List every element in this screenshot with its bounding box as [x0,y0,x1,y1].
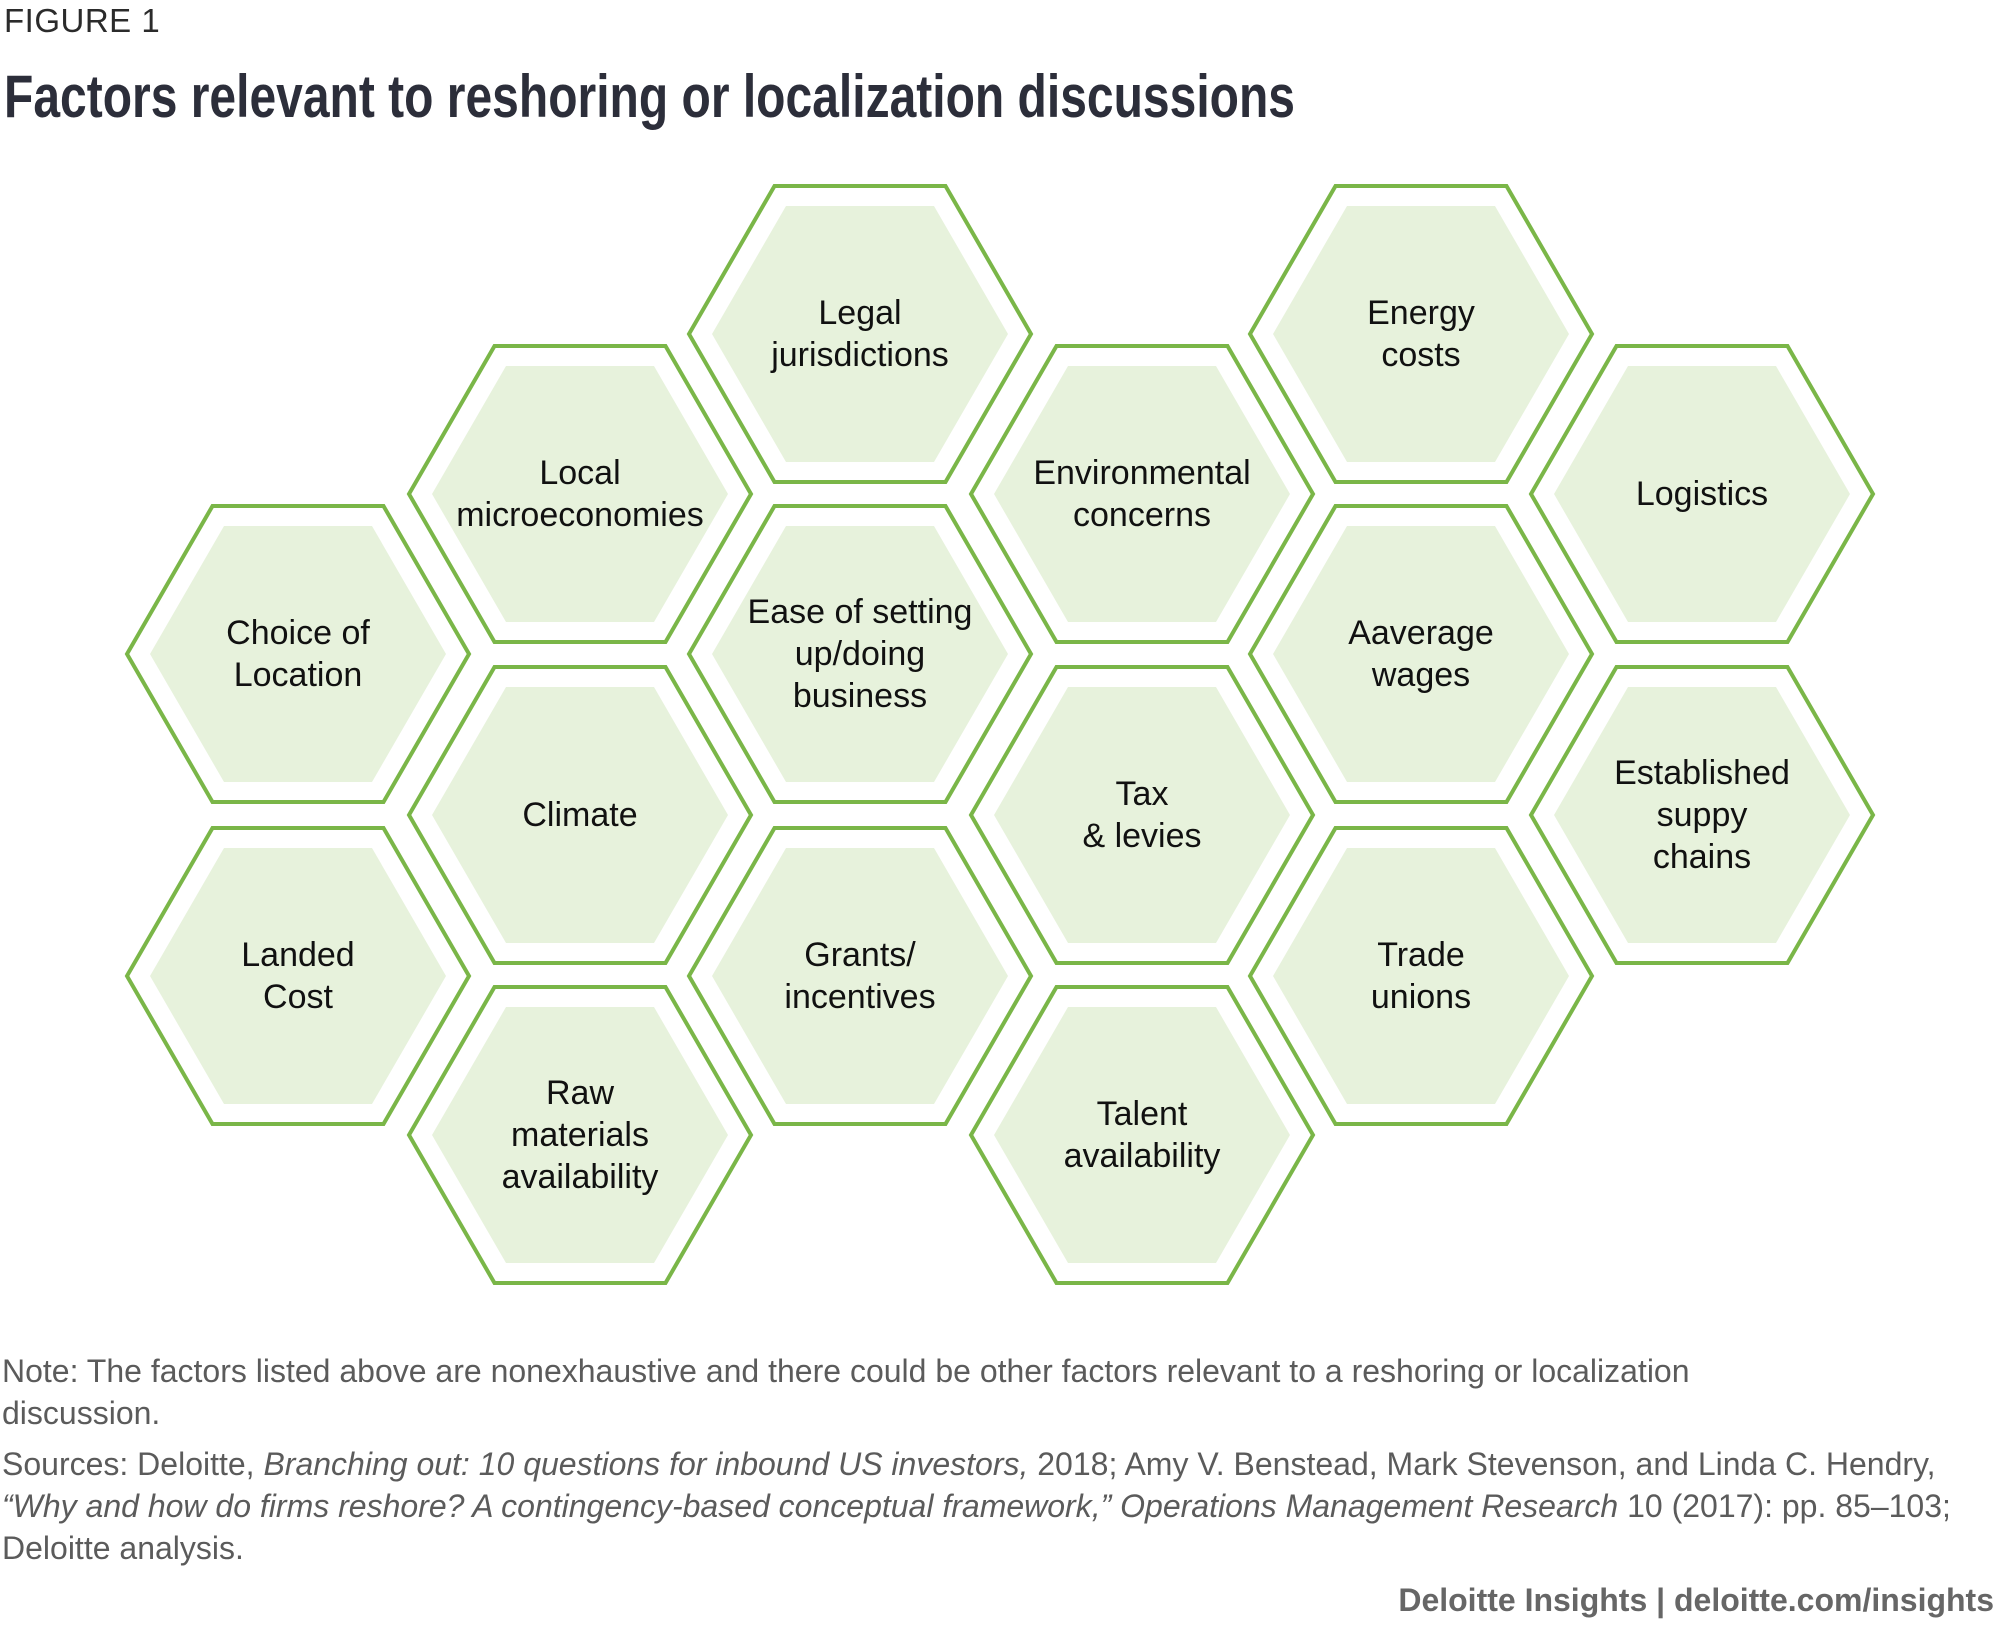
figure-label: FIGURE 1 [4,2,161,39]
factor-label-line: Aaverage [1348,614,1494,652]
footer-credit: Deloitte Insights | deloitte.com/insight… [1398,1582,1994,1618]
hexagon-fill [712,526,1008,782]
factor-label: Raw materials availability [420,1072,740,1198]
factor-label: Established suppy chains [1542,752,1862,878]
factor-label-line: concerns [1073,496,1211,534]
sources-segment: Branching out: 10 questions for inbound … [263,1446,1029,1482]
hexagon-fill [994,1007,1290,1263]
factor-hexagon [1247,184,1595,484]
hexagon-fill [432,687,728,943]
factor-label-line: Energy [1367,294,1475,332]
hexagon-fill [712,848,1008,1104]
factor-label-line: Trade [1377,936,1465,974]
factor-hexagon [968,344,1316,644]
figure-title: Factors relevant to reshoring or localiz… [4,63,1295,130]
factor-label-line: Logistics [1635,475,1769,513]
factor-hexagon [686,504,1034,804]
hexagon-fill [1273,526,1569,782]
hexagon-fill [1273,848,1569,1104]
factor-label-line: Local [539,454,621,492]
factor-label-line: Grants/ [804,936,916,974]
hexagon-fill [712,206,1008,462]
factor-label: Talent availability [982,1093,1302,1177]
factor-hexagon [686,184,1034,484]
factor-hexagon [1528,344,1876,644]
factor-label: Trade unions [1261,934,1581,1018]
factor-label-line: materials [511,1116,649,1154]
factor-label: Logistics [1542,473,1862,515]
factor-hexagon [124,504,472,804]
factor-label: Aaverage wages [1261,612,1581,696]
factor-hexagon [968,665,1316,965]
hexagon-fill [1554,687,1850,943]
factor-label-line: microeconomies [456,496,704,534]
hexagon-fill [1554,366,1850,622]
sources-text: Sources: Deloitte, Branching out: 10 que… [2,1443,1997,1569]
hexagon-fill [994,366,1290,622]
factor-label-line: Ease of setting [747,593,973,631]
hexagon-fill [1273,206,1569,462]
factor-label-line: Landed [241,936,355,974]
factor-label-line: availability [1063,1137,1221,1175]
factor-label-line: chains [1652,838,1752,876]
factor-hexagon [1247,826,1595,1126]
note-text: Note: The factors listed above are nonex… [2,1353,1690,1431]
sources-segment: “Why and how do firms reshore? A conting… [2,1488,1619,1524]
factor-hexagon [968,985,1316,1285]
sources-segment: 10 (2017): pp. 85–103; Deloitte analysis… [2,1488,1951,1566]
factor-label-line: Choice of [226,614,370,652]
factor-label: Climate [420,794,740,836]
factor-label: Environmental concerns [982,452,1302,536]
factor-label-line: suppy [1656,796,1748,834]
factor-label-line: Tax [1115,775,1169,813]
sources-segment: 2018; Amy V. Benstead, Mark Stevenson, a… [1028,1446,1936,1482]
factor-label-line: & levies [1082,817,1202,855]
factor-label-line: Environmental [1033,454,1251,492]
factor-hexagon [406,985,754,1285]
factor-label-line: Cost [263,978,333,1016]
factor-label: Ease of setting up/doing business [700,591,1020,717]
factor-hexagon [1528,665,1876,965]
factor-label-line: up/doing [794,635,926,673]
factor-label-line: Established [1614,754,1790,792]
factor-label-line: Climate [522,796,638,834]
factor-label-line: unions [1370,978,1472,1016]
factor-label-line: costs [1381,336,1461,374]
factor-hexagon [124,826,472,1126]
factor-label-line: wages [1371,656,1471,694]
hexagon-fill [150,526,446,782]
factor-label-line: Raw [545,1074,615,1112]
factor-label-line: availability [501,1158,659,1196]
hexagon-fill [150,848,446,1104]
sources-segment: Sources: Deloitte, [2,1446,264,1482]
factor-label-line: incentives [784,978,936,1016]
factor-label-line: Location [233,656,363,694]
factor-label-line: Legal [818,294,902,332]
factor-label: Tax & levies [982,773,1302,857]
factor-hexagon [406,665,754,965]
hexagon-fill [994,687,1290,943]
factor-label-line: business [792,677,928,715]
hexagon-fill [432,1007,728,1263]
factor-label-line: Talent [1096,1095,1188,1133]
factor-label-line: jurisdictions [771,336,949,374]
factor-hexagon [1247,504,1595,804]
factor-hexagon [406,344,754,644]
factor-label: Energy costs [1261,292,1581,376]
factor-label: Grants/incentives [700,934,1020,1018]
factor-label: Choice of Location [138,612,458,696]
factor-label: Local microeconomies [420,452,740,536]
factor-hexagon [686,826,1034,1126]
hexagon-fill [432,366,728,622]
factor-label: Legal jurisdictions [700,292,1020,376]
